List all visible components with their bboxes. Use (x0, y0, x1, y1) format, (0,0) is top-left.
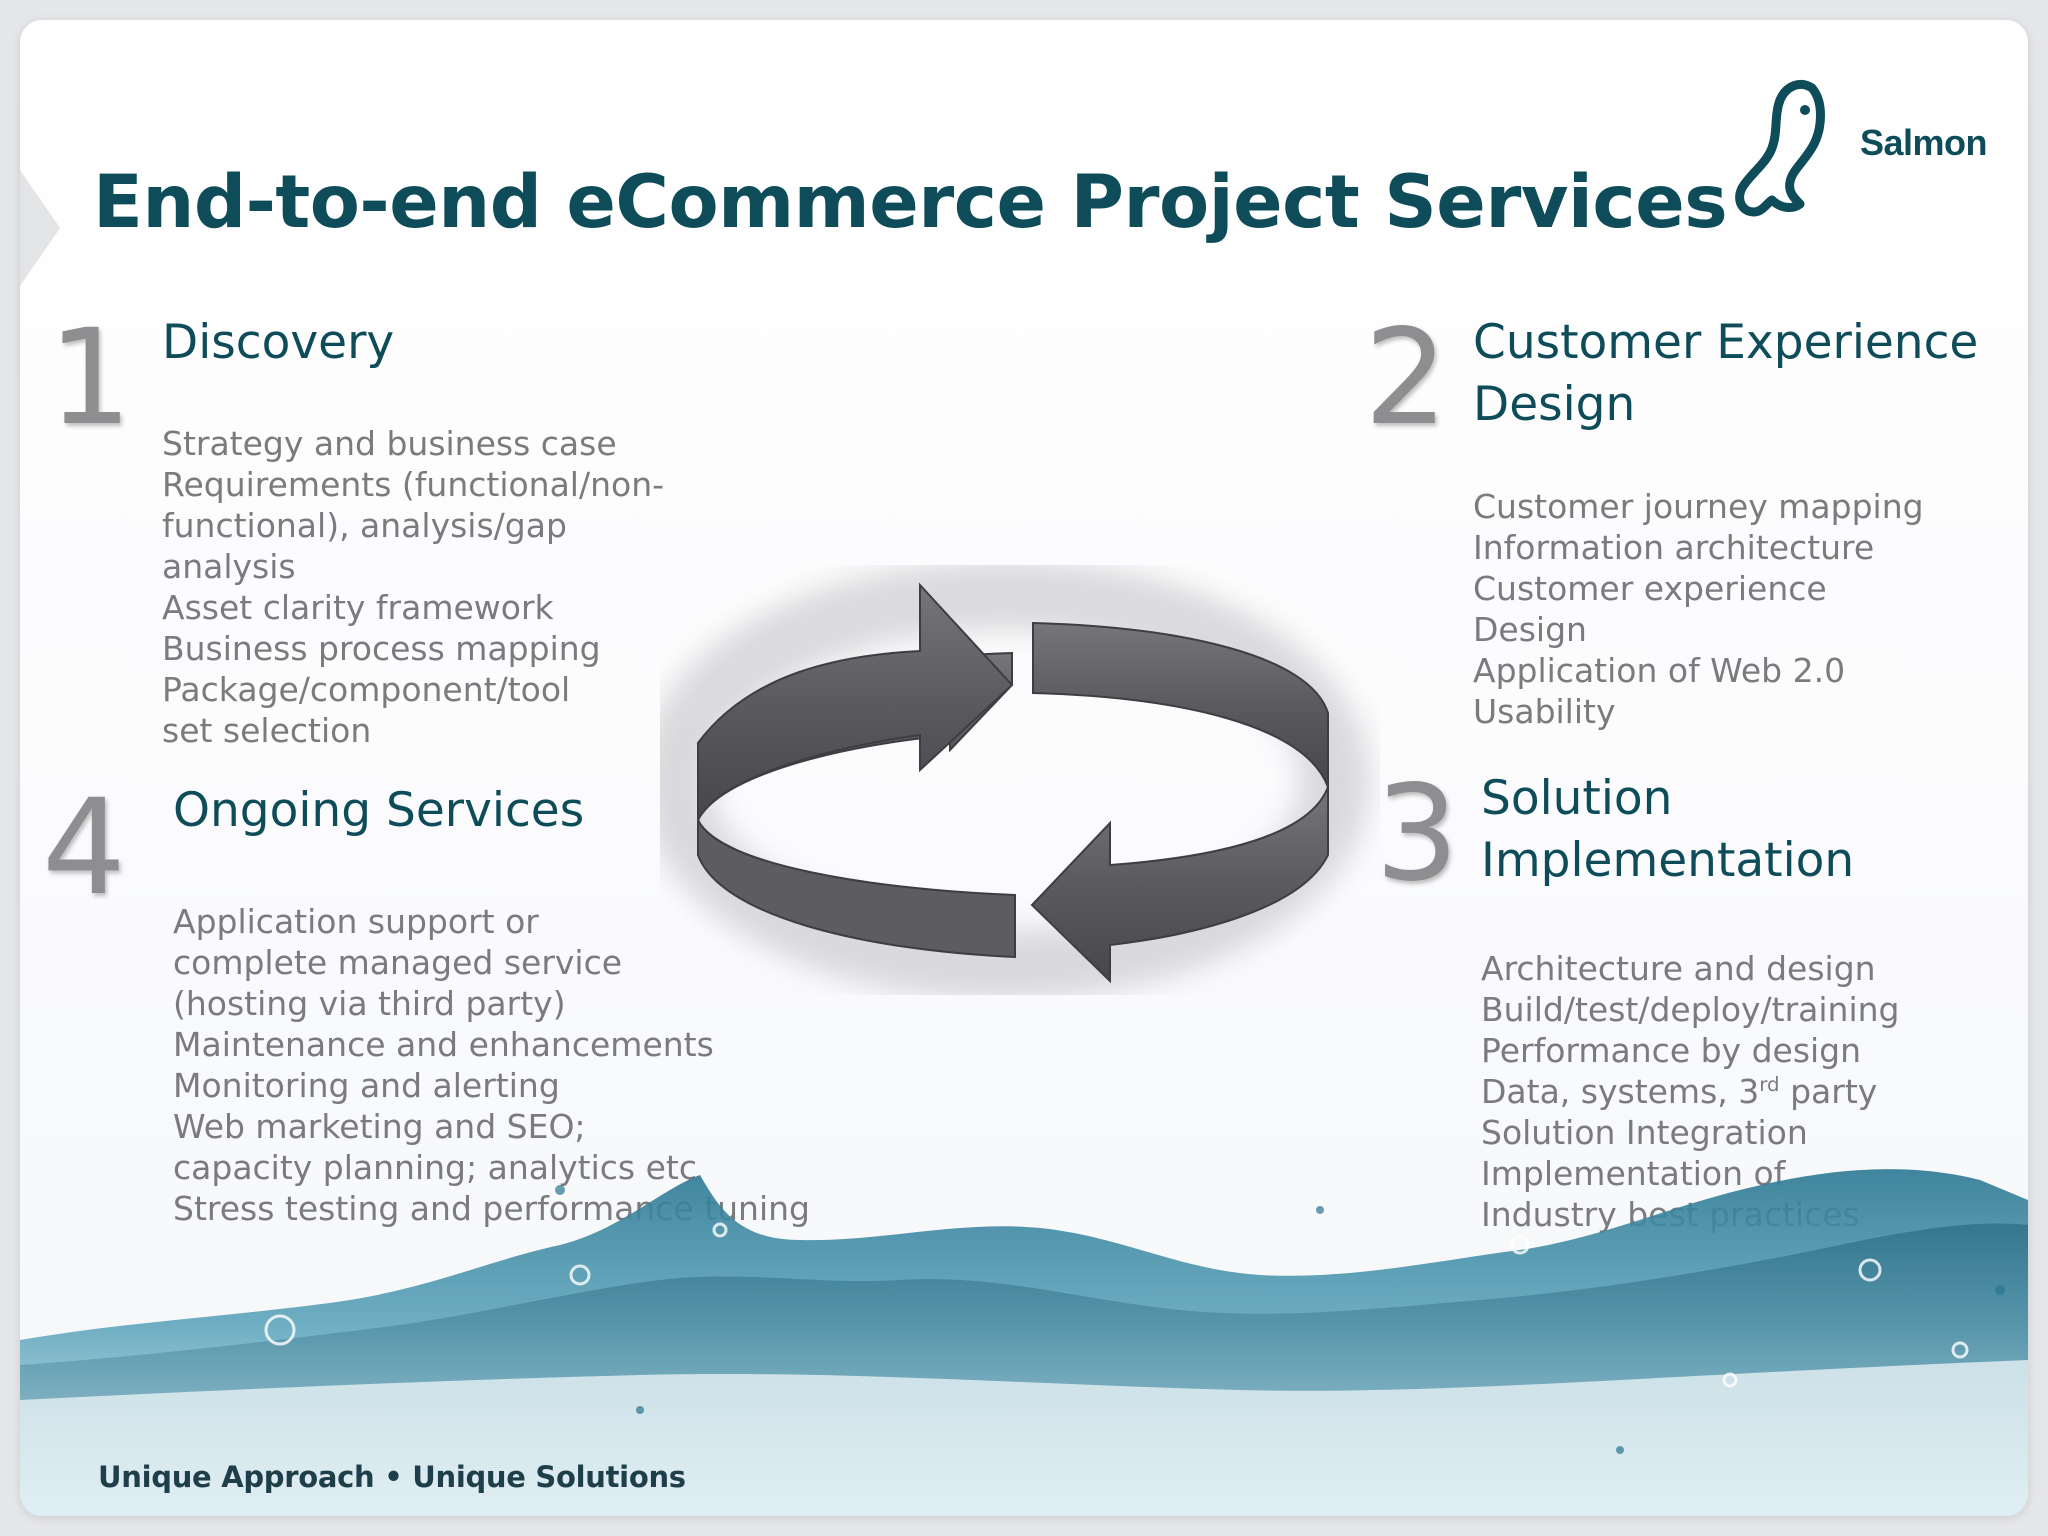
cycle-arrows-icon (660, 565, 1370, 995)
list-item: Performance by design (1481, 1031, 1862, 1070)
section-title-ongoing-services: Ongoing Services (173, 780, 584, 842)
list-item: Application of Web 2.0 (1473, 651, 1846, 690)
section-title-solution-implementation: Solution Implementation (1481, 768, 1854, 892)
list-item: Asset clarity framework (162, 588, 554, 627)
list-item: Information architecture (1473, 528, 1875, 567)
step-number-4: 4 (42, 771, 126, 925)
section-title-line: Ongoing Services (173, 783, 585, 838)
list-item: Architecture and design (1481, 949, 1876, 988)
list-item: Customer experience (1473, 569, 1827, 608)
list-item: Monitoring and alerting (173, 1066, 560, 1105)
list-item: Web marketing and SEO; (173, 1107, 586, 1146)
list-item: Design (1473, 610, 1587, 649)
tagline: Unique Approach • Unique Solutions (98, 1460, 686, 1494)
list-item: Implementation of (1481, 1154, 1786, 1193)
list-item: Strategy and business case (162, 424, 617, 463)
slide-title: End-to-end eCommerce Project Services (93, 160, 1728, 245)
list-item: Application support or (173, 902, 539, 941)
list-item-text: party (1779, 1072, 1878, 1111)
list-item: Requirements (functional/non- (162, 465, 665, 504)
list-item: analysis (162, 547, 296, 586)
list-item: Data, systems, 3rd party (1481, 1071, 1900, 1112)
list-item: capacity planning; analytics etc (173, 1148, 697, 1187)
section-title-line: Customer Experience (1473, 315, 1979, 370)
list-item: Customer journey mapping (1473, 487, 1924, 526)
section-title-line: Implementation (1481, 833, 1855, 888)
water-splash-image (20, 1169, 2028, 1516)
section-title-discovery: Discovery (162, 312, 394, 374)
section-title-line: Discovery (162, 315, 395, 370)
list-item: Maintenance and enhancements (173, 1025, 714, 1064)
list-item: Build/test/deploy/training (1481, 990, 1900, 1029)
section-title-line: Solution (1481, 771, 1673, 826)
list-item: Business process mapping (162, 629, 601, 668)
list-item: complete managed service (173, 943, 623, 982)
list-item: Usability (1473, 692, 1616, 731)
ordinal-suffix: rd (1759, 1073, 1780, 1096)
section-title-line: Design (1473, 377, 1636, 432)
list-item-text: Data, systems, 3 (1481, 1072, 1760, 1111)
step-number-1: 1 (48, 301, 132, 455)
step-number-3: 3 (1375, 757, 1459, 911)
discovery-item-list: Strategy and business case Requirements … (162, 423, 664, 751)
company-logo: Salmon (1720, 70, 2000, 250)
list-item: functional), analysis/gap (162, 506, 567, 545)
customer-experience-item-list: Customer journey mapping Information arc… (1473, 486, 1924, 732)
step-number-2: 2 (1364, 301, 1448, 455)
section-title-customer-experience: Customer Experience Design (1473, 312, 1978, 436)
slide: End-to-end eCommerce Project Services Sa… (20, 20, 2028, 1516)
salmon-fish-logo-icon (1735, 80, 1825, 217)
list-item: (hosting via third party) (173, 984, 566, 1023)
list-item: set selection (162, 711, 372, 750)
slide-notch (20, 170, 60, 286)
list-item: Solution Integration (1481, 1113, 1808, 1152)
list-item: Package/component/tool (162, 670, 571, 709)
logo-text: Salmon (1860, 122, 1988, 163)
